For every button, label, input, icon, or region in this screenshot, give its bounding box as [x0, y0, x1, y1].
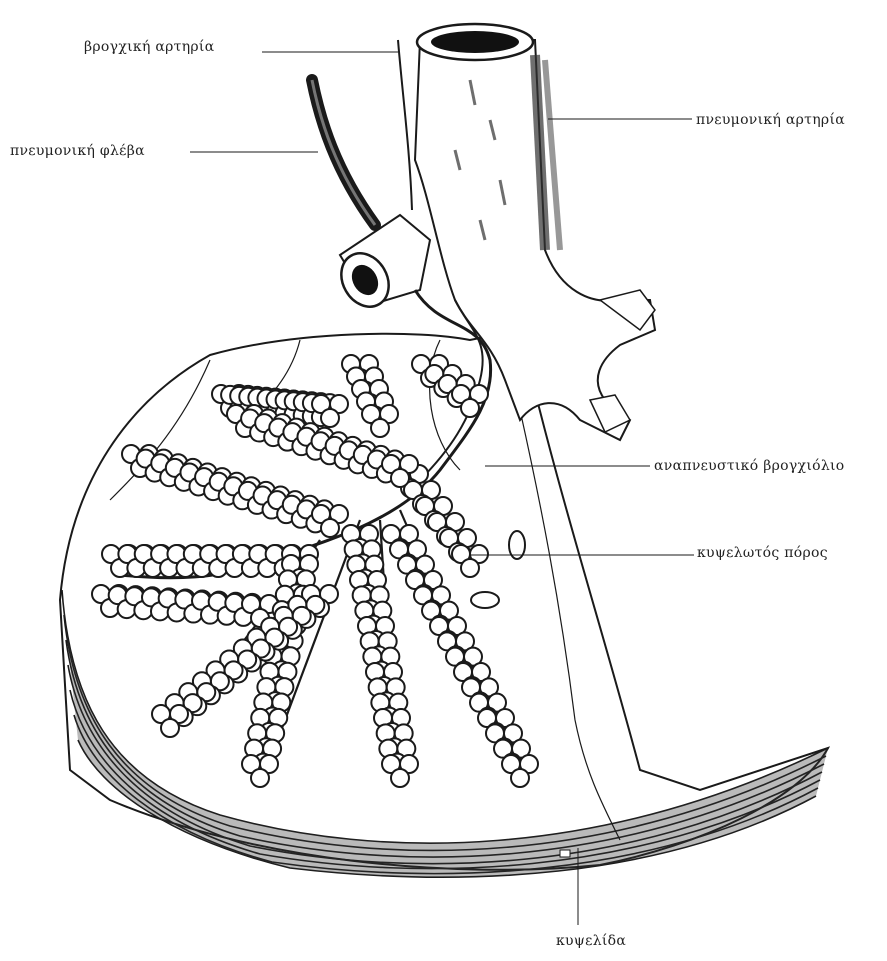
label-respiratory-bronchiole: αναπνευστικό βρογχιόλιο	[654, 458, 845, 474]
alveolus	[511, 769, 529, 787]
alveolus	[391, 769, 409, 787]
label-pulmonary-vein: πνευμονική φλέβα	[10, 143, 145, 159]
label-bronchial-artery: βρογχική αρτηρία	[84, 39, 214, 55]
alveolus	[461, 559, 479, 577]
label-alveolar-duct: κυψελωτός πόρος	[697, 545, 828, 561]
alveolus	[391, 469, 409, 487]
pulmonary-vein-drawing	[312, 80, 375, 225]
alveolus	[371, 419, 389, 437]
label-pulmonary-artery: πνευμονική αρτηρία	[696, 112, 845, 128]
alveolus	[461, 399, 479, 417]
alveolus	[321, 409, 339, 427]
alveolus	[251, 769, 269, 787]
bronchial-artery-drawing	[398, 40, 412, 210]
alveolus	[161, 719, 179, 737]
bronchiole-stub	[332, 215, 430, 315]
label-alveolar-sac: κυψελίδα	[556, 933, 626, 949]
alveolus	[321, 519, 339, 537]
